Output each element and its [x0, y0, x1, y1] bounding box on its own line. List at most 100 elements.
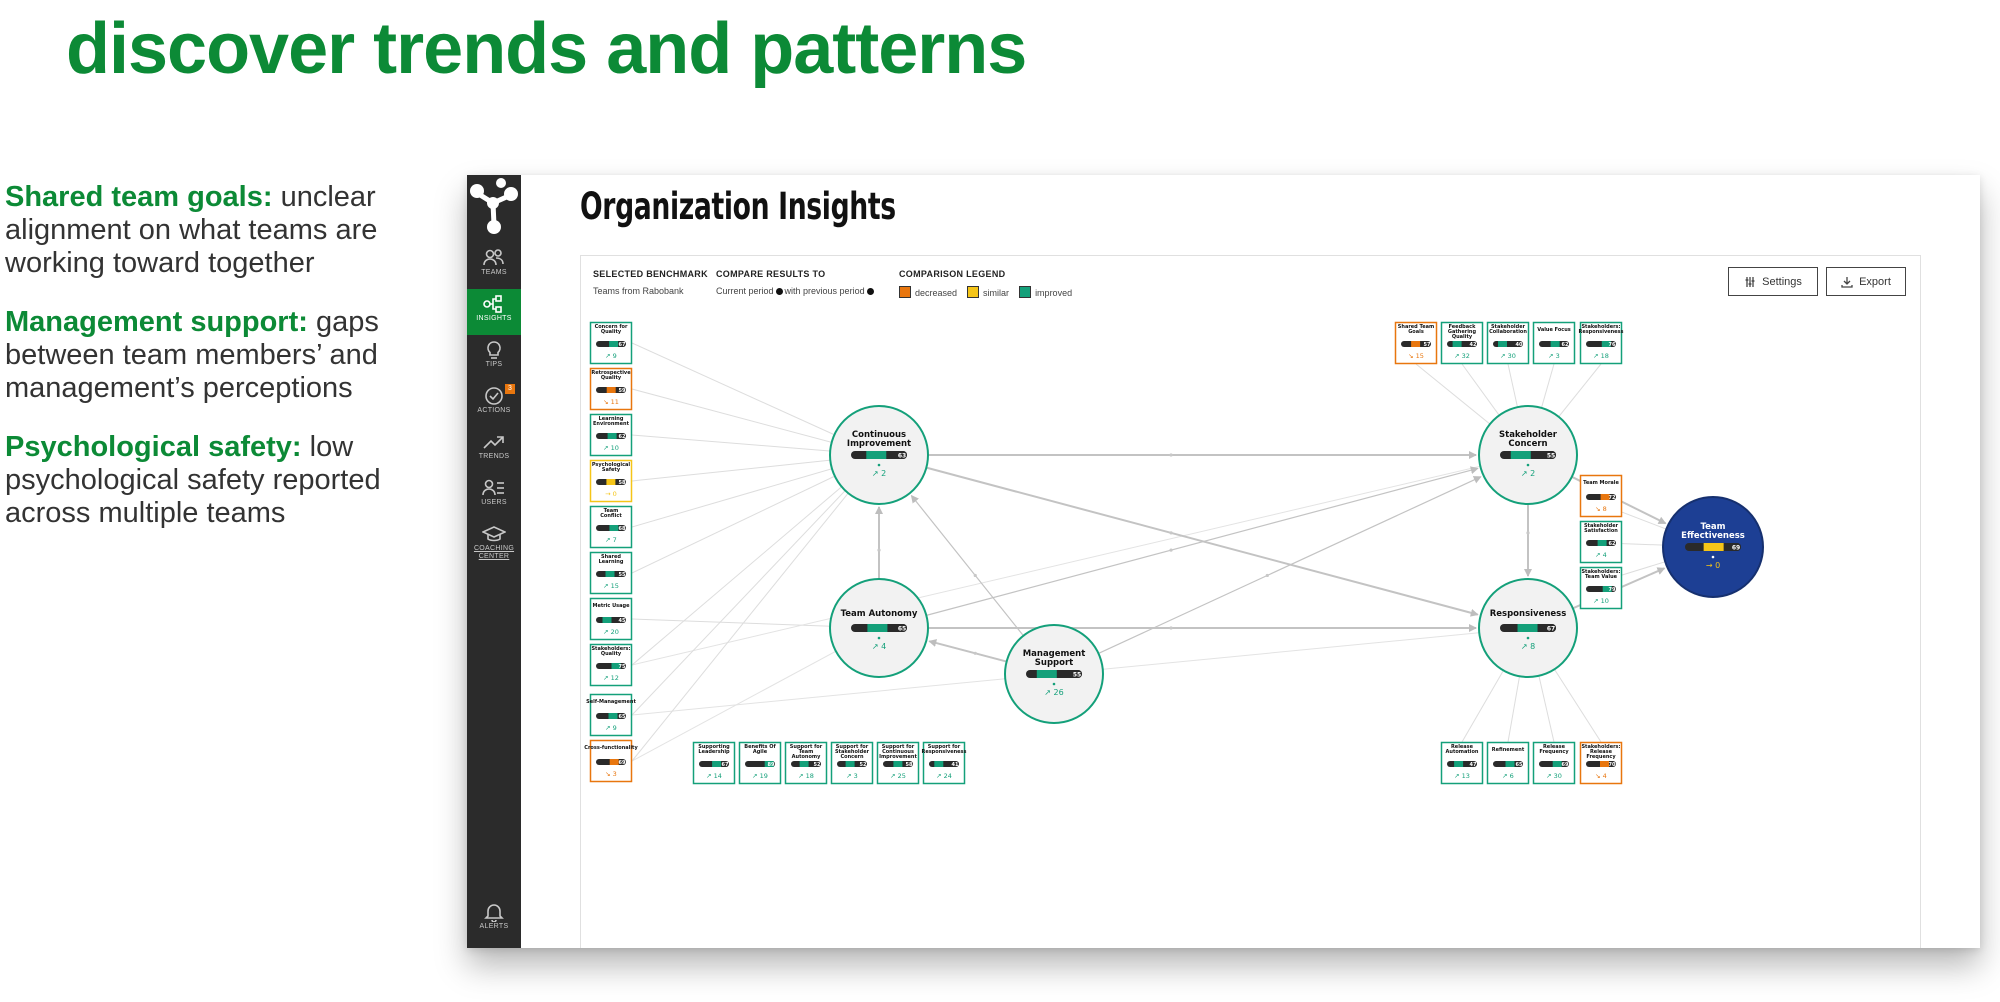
compare-previous: with previous period: [784, 286, 865, 296]
factor-edge: [926, 466, 1479, 616]
metric-delta: ↗ 15: [603, 582, 619, 590]
metric-name: Leadership: [698, 749, 730, 755]
metric-value: 69: [619, 760, 626, 766]
score-bar-fill: [1452, 341, 1462, 347]
metric-value: 47: [1470, 762, 1477, 768]
app-logo[interactable]: [467, 175, 521, 235]
metric-name: Support for: [836, 744, 869, 750]
sidebar-item-alerts[interactable]: ALERTS: [467, 897, 521, 943]
metric-name: Feedback: [1449, 324, 1476, 330]
sidebar-item-label: ALERTS: [479, 923, 509, 930]
download-icon: [1841, 276, 1853, 288]
metric-value: 67: [619, 342, 626, 348]
selected-benchmark[interactable]: SELECTED BENCHMARK Teams from Rabobank: [593, 269, 708, 296]
metric-delta: ↗ 10: [603, 444, 619, 452]
user-list-icon: [482, 479, 504, 496]
page-title: Organization Insights: [580, 185, 896, 228]
factor-bar-fill: [867, 624, 888, 632]
export-button[interactable]: Export: [1826, 267, 1906, 296]
metric-name: Stakeholder: [835, 749, 870, 755]
metric-delta: ↗ 7: [605, 536, 617, 544]
metric-name: Concern for: [595, 324, 628, 330]
factor-bar-end: [1545, 451, 1556, 459]
factor-name: Team Autonomy: [841, 609, 918, 619]
legend-similar: similar: [983, 288, 1010, 298]
score-bar-fill: [1411, 341, 1421, 347]
metric-value: 79: [1609, 587, 1616, 593]
sidebar-item-tips[interactable]: TIPS: [467, 335, 521, 381]
benchmark-value: Teams from Rabobank: [593, 286, 684, 296]
factor-name: Improvement: [847, 439, 911, 449]
metric-name: Autonomy: [792, 754, 821, 760]
factor-bar-fill: [1517, 624, 1538, 632]
metric-delta: ↗ 24: [936, 772, 952, 780]
metric-connector: [631, 454, 880, 762]
factor-name: Support: [1035, 658, 1073, 668]
score-bar-fill: [611, 663, 621, 669]
sidebar-item-label: TIPS: [485, 361, 503, 368]
factor-name: Responsiveness: [1490, 609, 1567, 619]
factor-delta: ↗ 2: [872, 469, 886, 478]
insights-panel: SELECTED BENCHMARK Teams from Rabobank C…: [580, 255, 1921, 948]
factor-bar-fill: [866, 451, 887, 459]
score-bar-fill: [602, 617, 612, 623]
sidebar-item-trends[interactable]: TRENDS: [467, 427, 521, 473]
bullet-shared-team-goals: Shared team goals: unclear alignment on …: [5, 181, 425, 280]
factor-name: Team: [1700, 522, 1725, 532]
metric-delta: ↗ 25: [890, 772, 906, 780]
metric-name: Satisfaction: [1584, 528, 1618, 534]
sidebar-item-coaching-center[interactable]: COACHING CENTER: [467, 519, 521, 565]
app-screenshot: TEAMS INSIGHTS TIPS 3 ACTIONS TRENDS USE…: [467, 175, 1980, 948]
factor-name: Management: [1023, 649, 1086, 659]
sidebar-item-actions[interactable]: 3 ACTIONS: [467, 381, 521, 427]
sidebar-item-teams[interactable]: TEAMS: [467, 243, 521, 289]
metric-value: 89: [768, 762, 775, 768]
sidebar-item-users[interactable]: USERS: [467, 473, 521, 519]
factor-value: 55: [1547, 453, 1555, 460]
factor-name: Continuous: [852, 430, 906, 440]
factor-dot: [877, 636, 881, 640]
metric-value: 41: [952, 762, 959, 768]
metric-name: Quality: [601, 329, 622, 335]
metric-name: Release: [1590, 749, 1613, 755]
sidebar-item-insights[interactable]: INSIGHTS: [467, 289, 521, 335]
settings-button[interactable]: Settings: [1728, 267, 1818, 296]
sidebar-item-label: ACTIONS: [477, 407, 511, 414]
score-bar-fill: [1498, 341, 1507, 347]
